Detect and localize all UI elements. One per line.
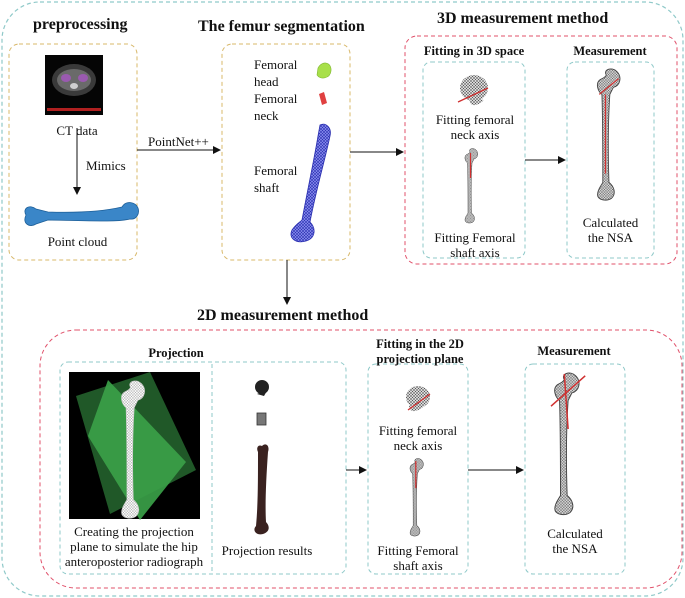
method3d-fit-box [422, 61, 526, 259]
title-segmentation: The femur segmentation [198, 18, 365, 35]
projection-title: Projection [148, 346, 204, 360]
meas2d-femur [550, 372, 586, 516]
projection-results-image [254, 380, 269, 535]
fit2d-neck-mesh [406, 386, 431, 412]
preprocessing-box [8, 43, 138, 261]
femoral-neck-segment [319, 92, 327, 105]
segmentation-box [221, 43, 351, 261]
fit2d-shaft-mesh [409, 458, 424, 537]
point-cloud-femur [24, 202, 139, 226]
mimics-label: Mimics [86, 158, 126, 173]
title-2d-method: 2D measurement method [197, 307, 369, 324]
ct-scan-image [45, 55, 103, 115]
title-3d-method: 3D measurement method [437, 10, 609, 27]
point-cloud-label: Point cloud [47, 234, 108, 249]
projection-results-label: Projection results [221, 543, 313, 558]
method2d-proj-box [59, 361, 347, 575]
fit3d-shaft-mesh [464, 148, 478, 224]
pointnet-label: PointNet++ [148, 134, 209, 149]
title-preprocessing: preprocessing [33, 16, 128, 33]
method3d-meas-box [566, 61, 655, 259]
fit3d-neck-mesh [457, 75, 489, 106]
meas2d-title: Measurement [537, 344, 611, 358]
femoral-head-segment [316, 62, 332, 79]
fit3d-title: Fitting in 3D space [423, 44, 525, 58]
method2d-meas-box [524, 363, 626, 575]
meas3d-femur [596, 68, 621, 201]
projection-plane-image [69, 372, 200, 520]
ct-data-label: CT data [56, 123, 98, 138]
method2d-fit-box [367, 363, 469, 575]
meas3d-title: Measurement [573, 44, 647, 58]
femoral-shaft-segment [290, 123, 331, 243]
